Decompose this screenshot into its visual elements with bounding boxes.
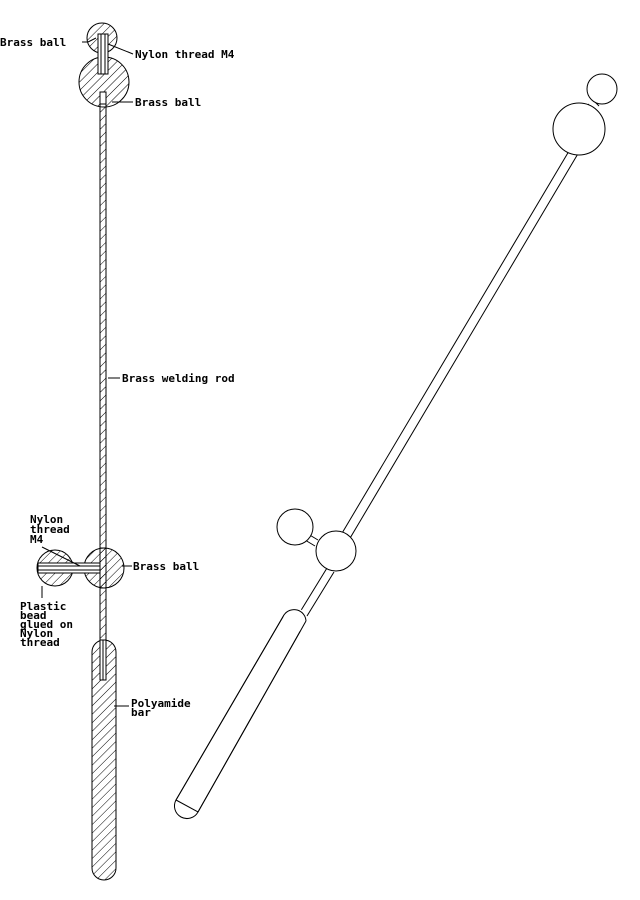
section-view xyxy=(36,22,134,881)
label-plastic-bead: Plastic bead glued on Nylon thread xyxy=(20,600,80,649)
labels: Brass ball Nylon thread M4 Brass ball Br… xyxy=(0,36,235,719)
label-brass-welding-rod: Brass welding rod xyxy=(122,372,235,385)
nylon-thread-top xyxy=(97,33,109,75)
outline-view xyxy=(173,73,618,820)
nylon-thread-side xyxy=(37,562,101,574)
brass-welding-rod xyxy=(99,97,107,681)
label-lower-brass-ball: Brass ball xyxy=(133,560,199,573)
label-top-brass-ball: Brass ball xyxy=(0,36,66,49)
label-upper-brass-ball: Brass ball xyxy=(135,96,201,109)
label-nylon-thread-top: Nylon thread M4 xyxy=(135,48,235,61)
lower-brass-ball-outline xyxy=(315,530,357,572)
label-nylon-thread-side: Nylon thread M4 xyxy=(30,513,76,546)
top-brass-ball-outline xyxy=(586,73,618,105)
plastic-bead-outline xyxy=(276,508,314,546)
upper-brass-ball-outline xyxy=(552,102,606,156)
polyamide-bar-outline xyxy=(175,614,307,813)
label-polyamide-bar: Polyamide bar xyxy=(131,697,197,719)
